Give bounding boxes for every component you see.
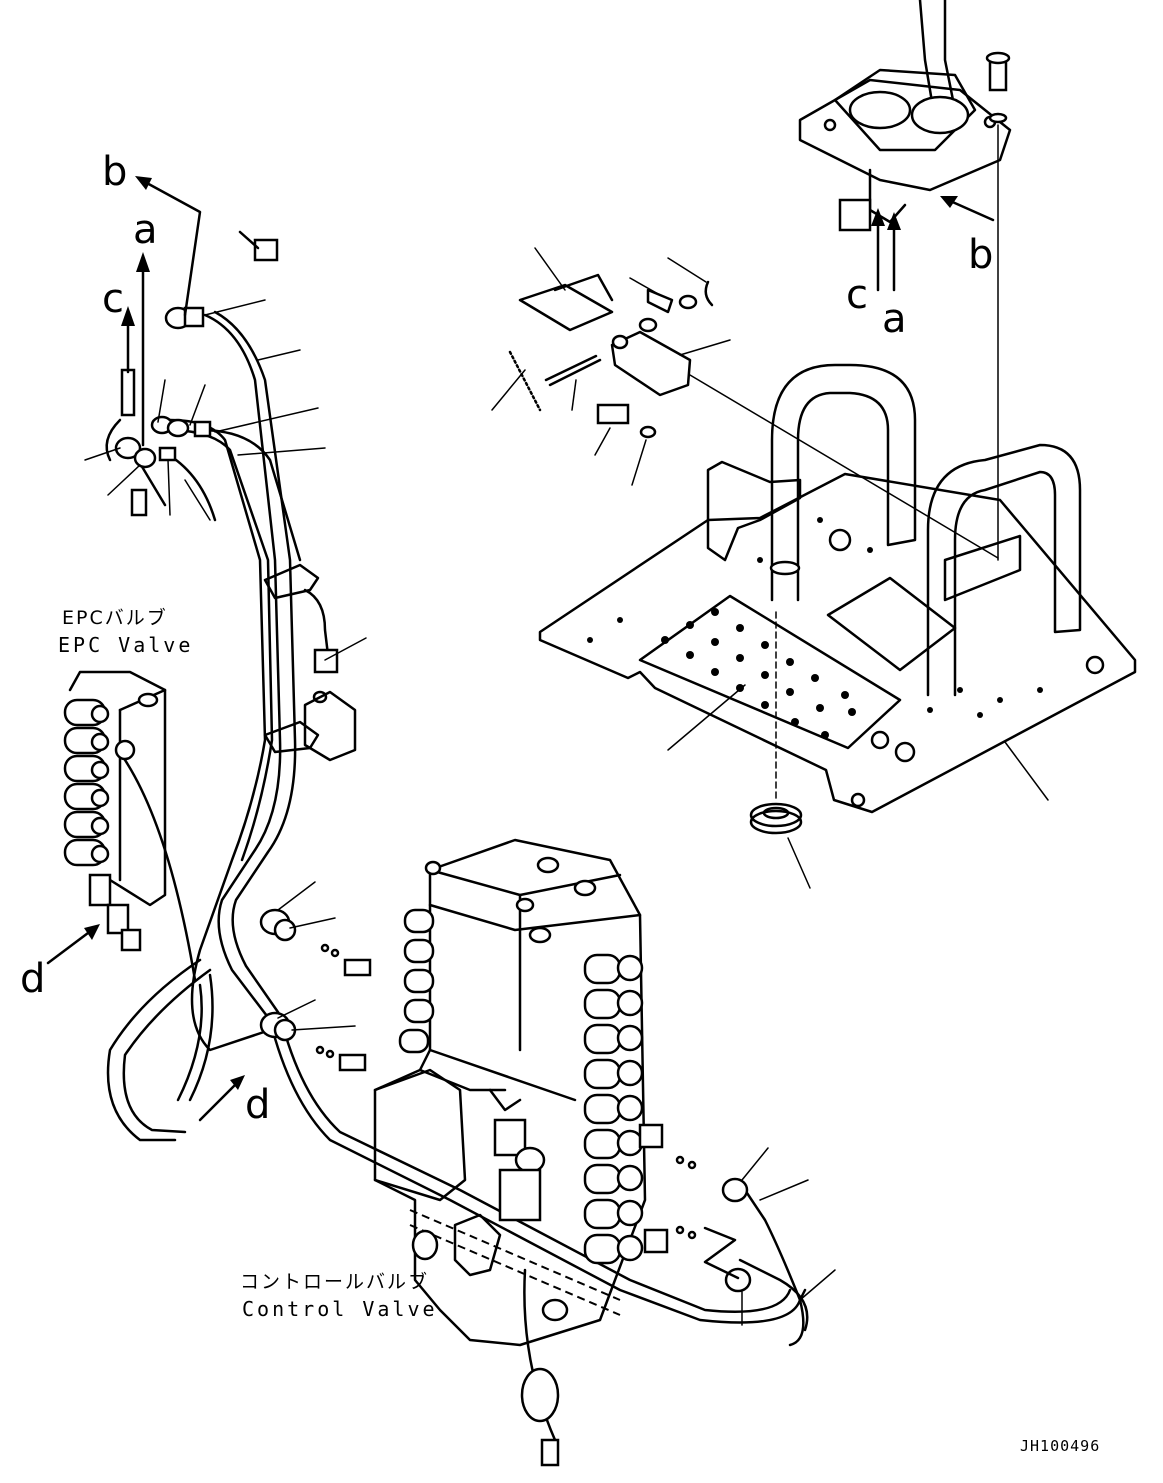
lever-callout-arrows: [871, 196, 995, 292]
callout-c-right: c: [846, 272, 868, 318]
drawing-code: JH100496: [1020, 1437, 1100, 1455]
control-valve-label-jp: コントロールバルブ: [240, 1270, 429, 1293]
callout-d-lower: d: [245, 1082, 270, 1128]
callout-d-left: d: [20, 956, 45, 1002]
callout-b-left: b: [102, 149, 127, 195]
callout-a-left: a: [133, 207, 158, 253]
epc-valve: [63, 670, 197, 982]
guard-rails: [769, 363, 1082, 697]
floor-plate: [538, 460, 1137, 814]
callout-c-left: c: [102, 276, 124, 322]
hoses: [105, 310, 809, 1442]
epc-valve-label-en: EPC Valve: [58, 633, 193, 657]
callout-a-right: a: [882, 296, 907, 342]
leader-lines-center: [491, 247, 1049, 889]
floor-plate-holes: [587, 517, 1105, 808]
hose-fittings: [114, 230, 752, 1467]
callout-b-right: b: [968, 232, 993, 278]
control-valve-label-en: Control Valve: [242, 1297, 438, 1321]
bracket-parts: [508, 273, 714, 439]
spool-caps: [398, 908, 669, 1265]
control-valve: [373, 838, 669, 1347]
leader-lines-left: [84, 299, 836, 1326]
lever-assembly: [798, 0, 1012, 561]
left-callout-arrows: [46, 176, 245, 1122]
epc-valve-label-jp: EPCバルブ: [62, 606, 168, 629]
grommet: [749, 802, 803, 835]
callout-letters: b a c d d b c a: [20, 149, 993, 1128]
